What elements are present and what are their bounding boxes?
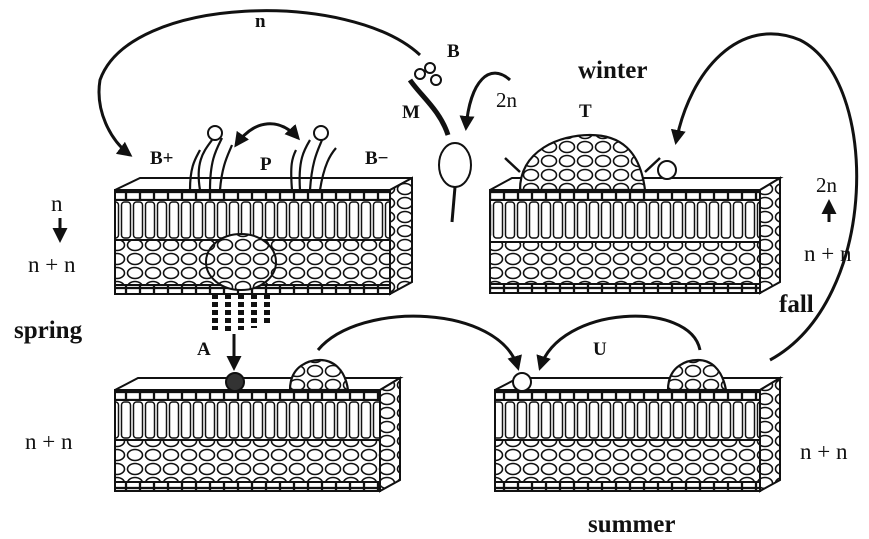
label-spring: spring <box>14 318 82 343</box>
label-right-nn: n + n <box>804 242 851 265</box>
urediniospore-landing <box>513 373 531 391</box>
basidiospore-2 <box>425 63 435 73</box>
uredinium-right <box>668 360 726 390</box>
aeciospore-landing <box>226 373 244 391</box>
label-winter: winter <box>578 58 647 83</box>
basidiospore-3 <box>431 75 441 85</box>
leaf-block-palisade <box>115 200 390 240</box>
arc-summer-uredinia <box>540 316 700 368</box>
uredinium-left <box>290 360 348 390</box>
label-pycnium: P <box>260 155 272 174</box>
telium-mound <box>520 135 645 190</box>
leaf-block-side-face <box>390 178 412 294</box>
arc-basidium-to-pycnia <box>99 11 420 155</box>
label-aecium: A <box>197 340 211 359</box>
label-top-arc-n: n <box>255 12 266 31</box>
label-pycnial-minus: B− <box>365 149 389 168</box>
label-fall: fall <box>779 292 814 317</box>
label-summer-left-nn: n + n <box>25 430 72 453</box>
label-mycelium: M <box>402 103 420 122</box>
arc-spring-to-summer <box>318 316 518 368</box>
basidium-illustration <box>410 63 471 222</box>
label-summer-right-nn: n + n <box>800 440 847 463</box>
aecium-cup <box>206 234 276 290</box>
label-summer: summer <box>588 512 675 537</box>
label-left-n: n <box>51 192 63 215</box>
leaf-block-winter <box>490 135 780 293</box>
label-right-2n: 2n <box>816 175 837 196</box>
teliospore <box>439 143 471 187</box>
aecium-chain <box>215 294 267 332</box>
label-pycnial-plus: B+ <box>150 149 174 168</box>
minus-spore <box>314 126 328 140</box>
leaf-block-top-face <box>115 178 412 190</box>
plus-spore <box>208 126 222 140</box>
leaf-block-summer-left <box>115 360 400 491</box>
leaf-block-epidermis <box>115 190 390 200</box>
teliospore-stalk <box>452 187 455 222</box>
label-uredinium: U <box>593 340 607 359</box>
label-telium: T <box>579 102 592 121</box>
label-left-nn: n + n <box>28 253 75 276</box>
arrow-pycnia-exchange <box>236 124 298 145</box>
label-basidium: B <box>447 42 460 61</box>
basidiospore-1 <box>415 69 425 79</box>
leaf-block-summer-right <box>495 360 780 491</box>
germinating-teliospore <box>658 161 676 179</box>
label-basidium-2n: 2n <box>496 90 517 111</box>
